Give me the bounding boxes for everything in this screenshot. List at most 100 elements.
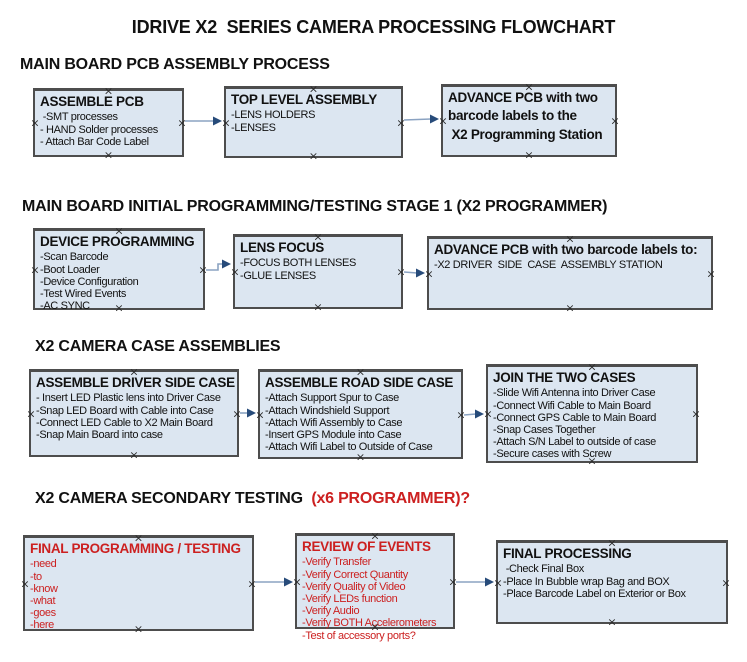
flow-box-items: -Slide Wifi Antenna into Driver Case -Con…	[493, 387, 692, 460]
flow-box-item: -Snap Main Board into case	[36, 428, 163, 441]
flow-box-items: -Scan Barcode-Boot Loader-Device Configu…	[40, 251, 199, 312]
flow-box-item: - Attach Bar Code Label	[40, 135, 149, 148]
flow-box-item: -Connect LED Cable to X2 Main Board	[36, 416, 213, 429]
connection-point-icon-left: ×	[255, 408, 265, 421]
connection-point-icon-bottom: ×	[133, 622, 144, 636]
flow-box-title: JOIN THE TWO CASES	[493, 370, 636, 385]
flow-box-device-programming: DEVICE PROGRAMMING-Scan Barcode-Boot Loa…	[30, 224, 208, 314]
connection-point-icon-left: ×	[30, 116, 40, 130]
flow-box-title: ASSEMBLE PCB	[40, 94, 144, 109]
connection-point-icon-top: ×	[114, 224, 124, 238]
flow-box-assemble-driver-side-case: ASSEMBLE DRIVER SIDE CASE - Insert LED Pl…	[26, 365, 241, 461]
connection-point-icon-top: ×	[308, 82, 319, 96]
flow-box-item: -Device Configuration	[40, 275, 139, 288]
connection-point-icon-bottom: ×	[103, 148, 114, 162]
flow-box-items: -Attach Support Spur to Case-Attach Wind…	[265, 392, 457, 453]
flow-box-items: -FOCUS BOTH LENSES-GLUE LENSES	[240, 257, 397, 281]
connection-point-icon-left: ×	[493, 576, 503, 589]
connection-point-icon-top: ×	[587, 360, 597, 374]
flow-box-title: ASSEMBLE DRIVER SIDE CASE	[36, 375, 235, 390]
flow-box-items: -X2 DRIVER SIDE CASE ASSEMBLY STATION	[434, 259, 707, 271]
flow-box-item: -Attach Support Spur to Case	[265, 392, 399, 405]
flow-box-item: -SMT processes	[40, 111, 118, 124]
flow-box-assemble-road-side-case: ASSEMBLE ROAD SIDE CASE-Attach Support S…	[255, 365, 466, 463]
heading-text: X2 CAMERA CASE ASSEMBLIES	[35, 338, 281, 355]
flow-box-item: -Verify Quality of Video	[302, 580, 406, 593]
section-heading-initial-programming: MAIN BOARD INITIAL PROGRAMMING/TESTING S…	[22, 198, 607, 216]
flow-box-items: - Insert LED Plastic lens into Driver Ca…	[36, 392, 233, 441]
connection-point-icon-right: ×	[456, 408, 466, 421]
connection-point-icon-right: ×	[610, 114, 620, 128]
flow-box-item: -Place Barcode Label on Exterior or Box	[503, 587, 686, 600]
flow-box-advance-pcb-to-programming-station: ADVANCE PCB with two barcode labels to t…	[438, 82, 620, 161]
flow-box-item: -Verify Transfer	[302, 556, 371, 569]
flow-box-title: ADVANCE PCB with two barcode labels to t…	[448, 90, 603, 142]
flow-box-title: LENS FOCUS	[240, 240, 325, 255]
flow-box-item: -Verify Correct Quantity	[302, 568, 408, 581]
flow-box-advance-pcb-to-case-assembly: ADVANCE PCB with two barcode labels to: -…	[424, 232, 716, 314]
connection-point-icon-bottom: ×	[129, 448, 139, 462]
flow-box-title: FINAL PROGRAMMING / TESTING	[30, 541, 241, 556]
flow-box-item: -Attach Windshield Support	[265, 404, 390, 417]
connection-point-icon-left: ×	[230, 265, 240, 279]
heading-text-red: (x6 PROGRAMMER)?	[302, 490, 470, 507]
connection-point-icon-left: ×	[26, 407, 36, 420]
flow-box-item: -Place In Bubble wrap Bag and BOX	[503, 575, 670, 588]
flow-box-item: -FOCUS BOTH LENSES	[240, 257, 356, 270]
flow-box-item: -Slide Wifi Antenna into Driver Case	[493, 387, 656, 400]
connection-point-icon-top: ×	[129, 365, 139, 379]
connection-point-icon-left: ×	[483, 407, 493, 421]
connection-point-icon-bottom: ×	[370, 620, 380, 634]
flow-box-item: -Verify Audio	[302, 605, 360, 618]
connector-line-road-case-to-join	[463, 413, 477, 416]
flow-box-item: -Verify BOTH Accelerometers	[302, 617, 437, 630]
flow-box-items: -need-to-know-what-goes-here	[30, 558, 248, 631]
connection-point-icon-bottom: ×	[308, 149, 319, 163]
flow-box-item: -Connect GPS Cable to Main Board	[493, 411, 657, 424]
connector-line-device-prog-to-lens-focus	[206, 263, 223, 271]
connection-point-icon-left: ×	[292, 575, 302, 588]
connection-point-icon-left: ×	[30, 263, 40, 276]
flow-box-item: -Check Final Box	[503, 563, 585, 576]
flow-box-items: -LENS HOLDERS-LENSES	[231, 109, 397, 133]
flow-box-item: - Insert LED Plastic lens into Driver Ca…	[36, 392, 221, 405]
flow-box-item: -Test Wired Events	[40, 287, 127, 300]
flow-box-item: -Scan Barcode	[40, 251, 109, 264]
connector-line-top-level-to-advance	[403, 118, 432, 121]
connection-point-icon-left: ×	[20, 577, 30, 590]
flow-box-item: -what	[30, 594, 56, 607]
flow-box-item: -know	[30, 582, 58, 595]
flow-box-item: -Insert GPS Module into Case	[265, 428, 402, 441]
connection-point-icon-left: ×	[221, 116, 231, 129]
connection-point-icon-bottom: ×	[587, 454, 597, 468]
flow-box-item: -X2 DRIVER SIDE CASE ASSEMBLY STATION	[434, 259, 663, 272]
connection-point-icon-left: ×	[424, 267, 434, 280]
connection-point-icon-top: ×	[355, 365, 366, 379]
flow-box-item: -LENSES	[231, 121, 276, 134]
connection-point-icon-right: ×	[396, 265, 406, 279]
flow-box-item: -Attach Wifi Label to Outside of Case	[265, 441, 433, 454]
connection-point-icon-right: ×	[721, 576, 731, 589]
connection-point-icon-right: ×	[198, 263, 208, 276]
flow-box-item: -to	[30, 570, 42, 583]
connection-point-icon-top: ×	[565, 232, 575, 246]
flow-box-review-of-events: REVIEW OF EVENTS-Verify Transfer-Verify …	[292, 531, 457, 642]
flow-box-title: ADVANCE PCB with two barcode labels to:	[434, 242, 698, 257]
flow-box-title: REVIEW OF EVENTS	[302, 539, 431, 554]
flow-box-assemble-pcb: ASSEMBLE PCB -SMT processes- HAND Solder…	[30, 86, 186, 161]
section-heading-case-assemblies: X2 CAMERA CASE ASSEMBLIES	[35, 338, 281, 356]
connection-point-icon-bottom: ×	[114, 301, 124, 315]
flow-box-top-level-assembly: TOP LEVEL ASSEMBLY-LENS HOLDERS-LENSES××…	[221, 82, 405, 162]
flow-box-item: -need	[30, 558, 57, 571]
flow-box-item: -LENS HOLDERS	[231, 109, 316, 122]
connection-point-icon-right: ×	[706, 267, 716, 280]
flow-box-item: -Snap Cases Together	[493, 423, 596, 436]
flow-box-items: -SMT processes- HAND Solder processes- A…	[40, 111, 178, 148]
flow-box-item: -Secure cases with Screw	[493, 448, 612, 461]
flow-box-item: -Snap LED Board with Cable into Case	[36, 404, 214, 417]
connector-line-lens-focus-to-advance	[403, 271, 418, 274]
flow-box-item: -AC SYNC	[40, 300, 90, 313]
connection-point-icon-right: ×	[247, 577, 257, 590]
flow-box-join-the-two-cases: JOIN THE TWO CASES -Slide Wifi Antenna in…	[483, 360, 700, 467]
